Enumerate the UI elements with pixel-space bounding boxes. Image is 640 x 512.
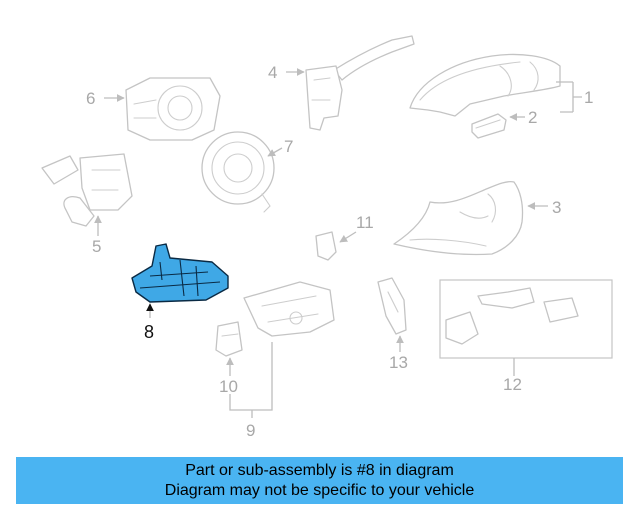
part-5-wiper-switch[interactable] [41, 153, 133, 227]
callout-10: 10 [219, 377, 238, 396]
callout-1: 1 [584, 88, 593, 107]
callout-12: 12 [503, 375, 522, 394]
callout-2: 2 [528, 108, 537, 127]
part-7-clock-spring[interactable] [201, 131, 275, 213]
part-8-highlighted[interactable] [131, 243, 229, 303]
leader-lines [94, 68, 582, 418]
callout-9: 9 [246, 421, 255, 440]
part-4-signal-switch[interactable] [305, 35, 415, 131]
part-3-lower-cover[interactable] [393, 180, 524, 256]
part-6-combination-switch[interactable] [125, 77, 221, 141]
callout-7: 7 [284, 137, 293, 156]
part-13-bracket[interactable] [377, 277, 407, 335]
callout-8: 8 [144, 322, 154, 342]
callout-labels: 1 2 3 4 5 6 7 8 9 10 11 12 13 [86, 63, 593, 440]
parts-diagram: 1 2 3 4 5 6 7 8 9 10 11 12 13 [41, 35, 613, 440]
callout-3: 3 [552, 198, 561, 217]
part-1-upper-cover[interactable] [409, 53, 561, 117]
callout-5: 5 [92, 237, 101, 256]
callout-4: 4 [268, 63, 277, 82]
part-11-clip[interactable] [315, 231, 337, 261]
part-9-housing[interactable] [243, 281, 335, 337]
part-2-cover-trim[interactable] [471, 113, 507, 139]
callout-6: 6 [86, 89, 95, 108]
banner-line-1: Part or sub-assembly is #8 in diagram [185, 461, 454, 479]
callout-11: 11 [356, 213, 374, 232]
info-banner: Part or sub-assembly is #8 in diagram Di… [16, 457, 623, 504]
part-12-key-set[interactable] [439, 279, 613, 359]
banner-line-2: Diagram may not be specific to your vehi… [164, 481, 475, 499]
callout-13: 13 [389, 353, 408, 372]
part-10-module[interactable] [215, 321, 243, 357]
